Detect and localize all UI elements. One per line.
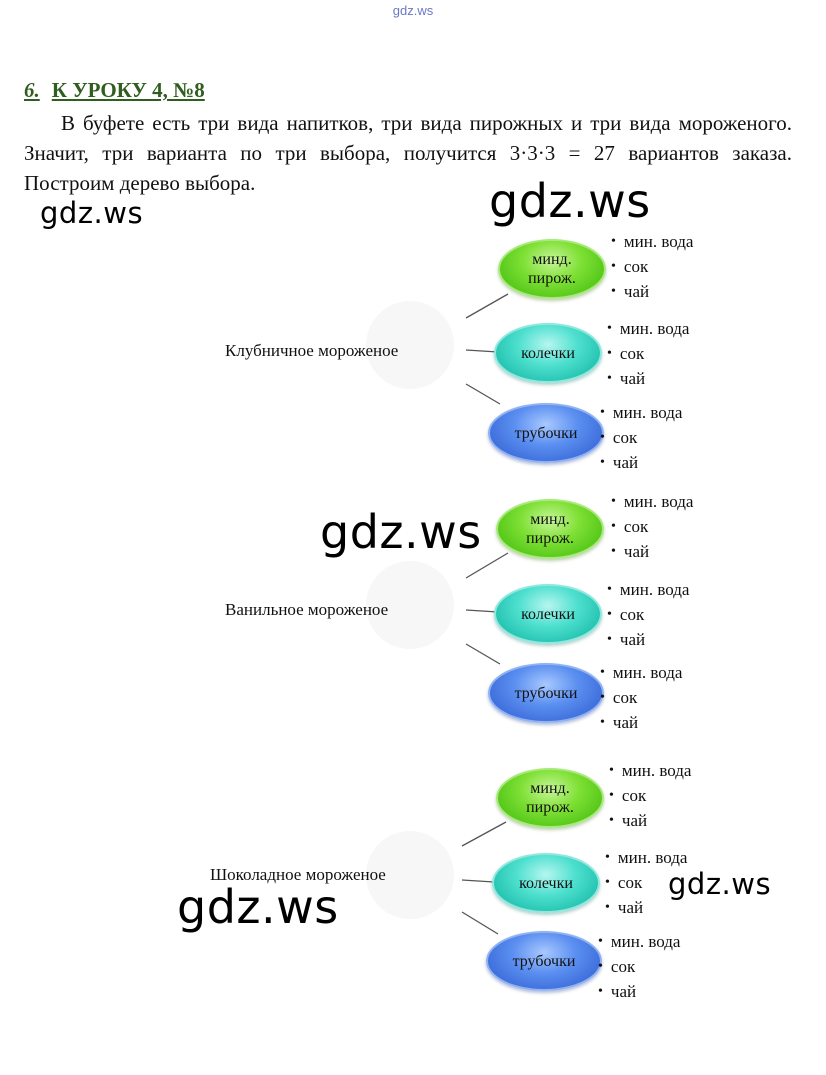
node-label: трубочки — [512, 952, 576, 970]
problem-text: В буфете есть три вида напитков, три вид… — [24, 111, 792, 195]
list-item: •мин. вода — [605, 848, 688, 867]
node-label: колечки — [521, 605, 575, 623]
list-item: •мин. вода — [607, 319, 690, 338]
list-item: •чай — [611, 542, 650, 561]
drink-list: •мин. вода •сок •чай — [605, 845, 687, 920]
node-label: минд. — [530, 780, 570, 797]
node-label: пирож. — [526, 530, 574, 547]
list-item: •чай — [600, 453, 639, 472]
list-item: •сок — [607, 605, 645, 624]
watermark: gdz.ws — [177, 880, 339, 934]
pastry-node-rings: колечки — [494, 584, 602, 644]
list-item: •сок — [611, 257, 649, 276]
connector-line — [465, 293, 509, 319]
list-item: •мин. вода — [611, 492, 694, 511]
connector-line — [465, 349, 499, 353]
heading-number: 6. — [24, 78, 40, 102]
list-item: •сок — [600, 428, 638, 447]
connector-line — [465, 609, 499, 613]
pastry-node-tubes: трубочки — [488, 663, 604, 723]
watermark: gdz.ws — [40, 196, 144, 230]
tree-root-label: Ванильное мороженое — [225, 600, 389, 619]
connector-line — [461, 821, 507, 847]
connector-line — [465, 552, 509, 579]
list-item: •чай — [605, 898, 644, 917]
drink-list: •мин. вода •сок •чай — [611, 229, 693, 304]
list-item: •чай — [598, 982, 637, 1001]
section-heading: 6. К УРОКУ 4, №8 — [24, 78, 205, 103]
pastry-node-almond: минд. пирож. — [496, 499, 604, 559]
list-item: •чай — [609, 811, 648, 830]
list-item: •сок — [609, 786, 647, 805]
node-label: трубочки — [514, 424, 578, 442]
connector-line — [465, 643, 501, 665]
list-item: •мин. вода — [607, 580, 690, 599]
list-item: •чай — [611, 282, 650, 301]
list-item: •мин. вода — [600, 663, 683, 682]
watermark: gdz.ws — [489, 174, 651, 228]
pastry-node-tubes: трубочки — [488, 403, 604, 463]
pastry-node-rings: колечки — [494, 323, 602, 383]
list-item: •мин. вода — [598, 932, 681, 951]
connector-line — [465, 383, 501, 405]
connector-line — [461, 879, 495, 883]
list-item: •сок — [605, 873, 643, 892]
list-item: •мин. вода — [611, 232, 694, 251]
list-item: •мин. вода — [600, 403, 683, 422]
node-label: трубочки — [514, 684, 578, 702]
drink-list: •мин. вода •сок •чай — [607, 316, 689, 391]
drink-list: •мин. вода •сок •чай — [607, 577, 689, 652]
drink-list: •мин. вода •сок •чай — [611, 489, 693, 564]
list-item: •сок — [598, 957, 636, 976]
list-item: •чай — [600, 713, 639, 732]
drink-list: •мин. вода •сок •чай — [598, 929, 680, 1004]
list-item: •чай — [607, 369, 646, 388]
watermark: gdz.ws — [320, 505, 482, 559]
node-label: минд. — [532, 251, 572, 268]
list-item: •сок — [607, 344, 645, 363]
tree-root-label: Клубничное мороженое — [225, 341, 399, 360]
tree-root-label: Шоколадное мороженое — [210, 865, 386, 884]
drink-list: •мин. вода •сок •чай — [600, 400, 682, 475]
list-item: •сок — [611, 517, 649, 536]
node-label: колечки — [521, 344, 575, 362]
connector-line — [461, 911, 499, 935]
watermark: gdz.ws — [668, 867, 772, 901]
pastry-node-almond: минд. пирож. — [498, 239, 606, 299]
top-watermark: gdz.ws — [392, 3, 434, 18]
pastry-node-rings: колечки — [492, 853, 600, 913]
list-item: •сок — [600, 688, 638, 707]
node-label: пирож. — [528, 270, 576, 287]
pastry-node-tubes: трубочки — [486, 931, 602, 991]
heading-title: К УРОКУ 4, №8 — [51, 78, 205, 102]
list-item: •мин. вода — [609, 761, 692, 780]
drink-list: •мин. вода •сок •чай — [600, 660, 682, 735]
drink-list: •мин. вода •сок •чай — [609, 758, 691, 833]
node-label: минд. — [530, 511, 570, 528]
list-item: •чай — [607, 630, 646, 649]
node-label: пирож. — [526, 799, 574, 816]
node-label: колечки — [519, 874, 573, 892]
pastry-node-almond: минд. пирож. — [496, 768, 604, 828]
